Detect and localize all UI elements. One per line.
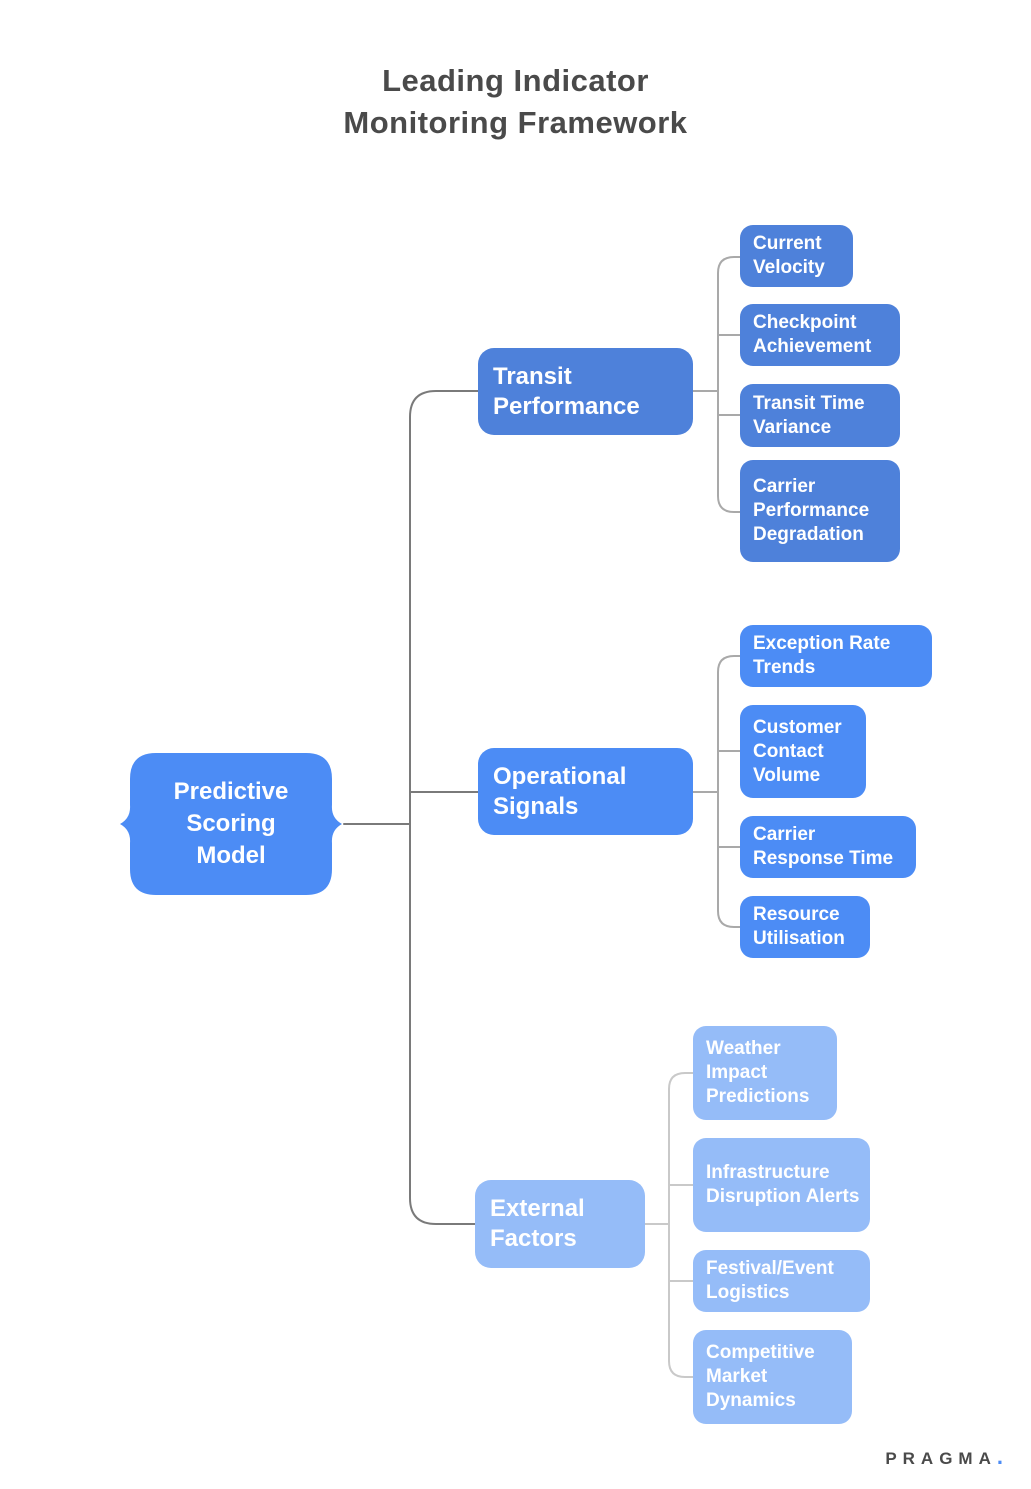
node-label: Competitive Market Dynamics <box>706 1342 815 1411</box>
node-festival-event-logistics[interactable]: Festival/Event Logistics <box>693 1250 870 1312</box>
root-node-label: Predictive Scoring Model <box>173 778 289 869</box>
node-exception-rate-trends[interactable]: Exception Rate Trends <box>740 625 932 687</box>
node-competitive-market-dynamics[interactable]: Competitive Market Dynamics <box>693 1330 852 1424</box>
node-operational-signals[interactable]: Operational Signals <box>478 748 693 835</box>
connector-external-subtree <box>644 1072 694 1378</box>
node-customer-contact-volume[interactable]: Customer Contact Volume <box>740 705 866 798</box>
node-label: Operational Signals <box>493 762 627 820</box>
root-node-shape <box>120 753 342 895</box>
node-label: Weather Impact Predictions <box>706 1038 810 1107</box>
node-label: Transit Performance <box>493 362 640 420</box>
page-title-line2: Monitoring Framework <box>343 105 688 140</box>
node-carrier-performance-degradation[interactable]: Carrier Performance Degradation <box>740 460 900 562</box>
node-predictive-scoring-model[interactable]: Predictive Scoring Model <box>118 753 344 895</box>
node-label: External Factors <box>490 1195 585 1252</box>
node-resource-utilisation[interactable]: Resource Utilisation <box>740 896 870 958</box>
page-title: Leading Indicator Monitoring Framework <box>0 60 1031 144</box>
logo-dot: . <box>996 1444 1009 1469</box>
node-label: Resource Utilisation <box>753 904 845 949</box>
node-transit-performance[interactable]: Transit Performance <box>478 348 693 435</box>
pragma-logo: PRAGMA. <box>885 1444 1009 1470</box>
connector-operational-subtree <box>692 655 741 928</box>
node-label: Checkpoint Achievement <box>753 312 872 357</box>
node-label: Customer Contact Volume <box>753 716 842 786</box>
page-title-line1: Leading Indicator <box>382 63 649 98</box>
node-checkpoint-achievement[interactable]: Checkpoint Achievement <box>740 304 900 366</box>
node-infrastructure-disruption-alerts[interactable]: Infrastructure Disruption Alerts <box>693 1138 870 1232</box>
connector-transit-subtree <box>692 256 741 513</box>
node-label: Current Velocity <box>753 233 825 278</box>
node-weather-impact-predictions[interactable]: Weather Impact Predictions <box>693 1026 837 1120</box>
node-external-factors[interactable]: External Factors <box>475 1180 645 1268</box>
node-label: Carrier Response Time <box>753 824 894 869</box>
node-label: Festival/Event Logistics <box>706 1258 834 1303</box>
node-transit-time-variance[interactable]: Transit Time Variance <box>740 384 900 447</box>
node-label: Carrier Performance Degradation <box>753 476 870 545</box>
connector-main-trunk <box>409 390 479 1225</box>
node-carrier-response-time[interactable]: Carrier Response Time <box>740 816 916 878</box>
node-label: Exception Rate Trends <box>753 633 891 678</box>
node-label: Infrastructure Disruption Alerts <box>706 1162 860 1207</box>
node-current-velocity[interactable]: Current Velocity <box>740 225 853 287</box>
node-label: Transit Time Variance <box>753 392 865 438</box>
logo-text: PRAGMA <box>885 1449 997 1468</box>
